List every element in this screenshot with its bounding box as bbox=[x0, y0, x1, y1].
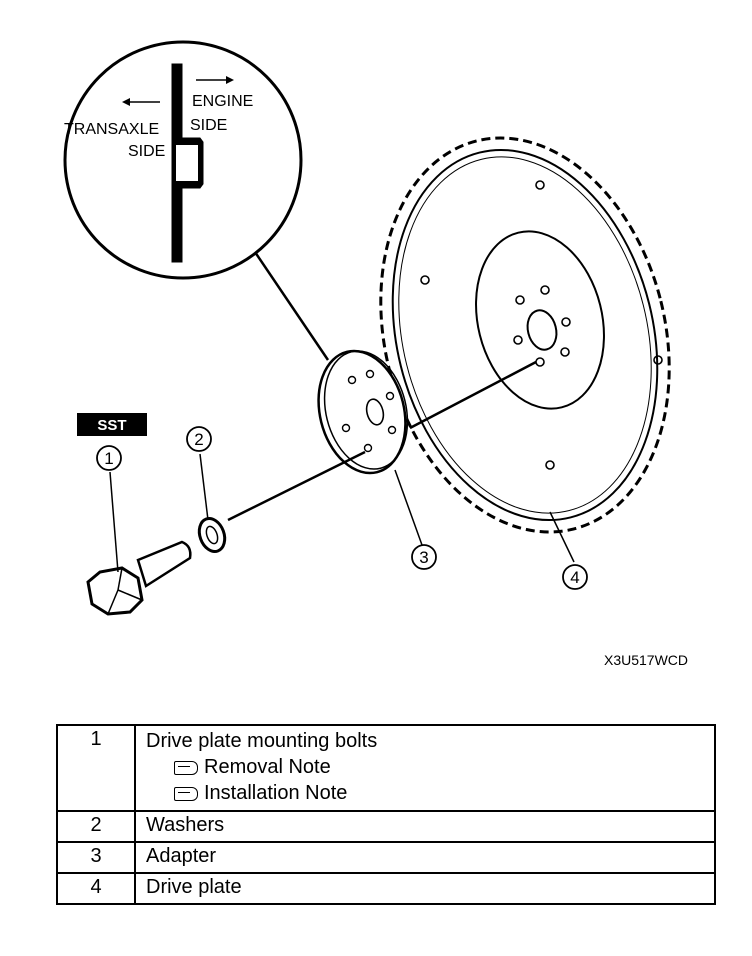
transaxle-label: TRANSAXLE bbox=[64, 121, 159, 138]
part-description-cell: Drive plate mounting bolts Removal Note … bbox=[134, 724, 716, 812]
engine-side-label: SIDE bbox=[190, 117, 227, 134]
table-row: 1 Drive plate mounting bolts Removal Not… bbox=[56, 724, 716, 812]
callout-number-1: 1 bbox=[104, 449, 113, 468]
parts-table: 1 Drive plate mounting bolts Removal Not… bbox=[56, 724, 716, 905]
table-row: 2 Washers bbox=[56, 810, 716, 843]
callout-number-3: 3 bbox=[419, 548, 428, 567]
part-number-cell: 2 bbox=[56, 810, 136, 843]
part-number-cell: 1 bbox=[56, 724, 136, 812]
installation-note-link[interactable]: Installation Note bbox=[146, 780, 704, 806]
reference-hand-icon bbox=[174, 760, 198, 775]
removal-note-label: Removal Note bbox=[204, 756, 331, 778]
callout-number-4: 4 bbox=[570, 568, 579, 587]
callout-1: 1 bbox=[96, 445, 122, 471]
part-description-cell: Drive plate bbox=[134, 872, 716, 905]
part-number-cell: 4 bbox=[56, 872, 136, 905]
reference-hand-icon bbox=[174, 786, 198, 801]
callout-4: 4 bbox=[562, 564, 588, 590]
part-description: Drive plate mounting bolts bbox=[146, 730, 378, 752]
sst-badge bbox=[77, 413, 147, 436]
transaxle-side-label: SIDE bbox=[128, 143, 165, 160]
table-row: 3 Adapter bbox=[56, 841, 716, 874]
bolt-axis-line bbox=[227, 450, 366, 522]
callout-3: 3 bbox=[411, 544, 437, 570]
part-number-cell: 3 bbox=[56, 841, 136, 874]
drive-plate bbox=[379, 136, 671, 534]
exploded-diagram: ENGINE SIDE TRANSAXLE SIDE bbox=[63, 40, 688, 668]
leader-lines bbox=[109, 453, 575, 573]
detail-callout: ENGINE SIDE TRANSAXLE SIDE bbox=[63, 40, 330, 361]
adapter bbox=[317, 349, 409, 475]
bolt-axis-line-2 bbox=[409, 360, 537, 430]
table-row: 4 Drive plate bbox=[56, 872, 716, 905]
removal-note-link[interactable]: Removal Note bbox=[146, 754, 704, 780]
callout-number-2: 2 bbox=[194, 430, 203, 449]
figure-code: X3U517WCD bbox=[604, 652, 688, 668]
part-description-cell: Washers bbox=[134, 810, 716, 843]
installation-note-label: Installation Note bbox=[204, 782, 348, 804]
bolt bbox=[86, 540, 192, 616]
engine-label: ENGINE bbox=[192, 93, 253, 110]
part-description-cell: Adapter bbox=[134, 841, 716, 874]
callout-2: 2 bbox=[186, 426, 212, 452]
sst-label: SST bbox=[97, 417, 126, 434]
washer bbox=[197, 517, 227, 553]
